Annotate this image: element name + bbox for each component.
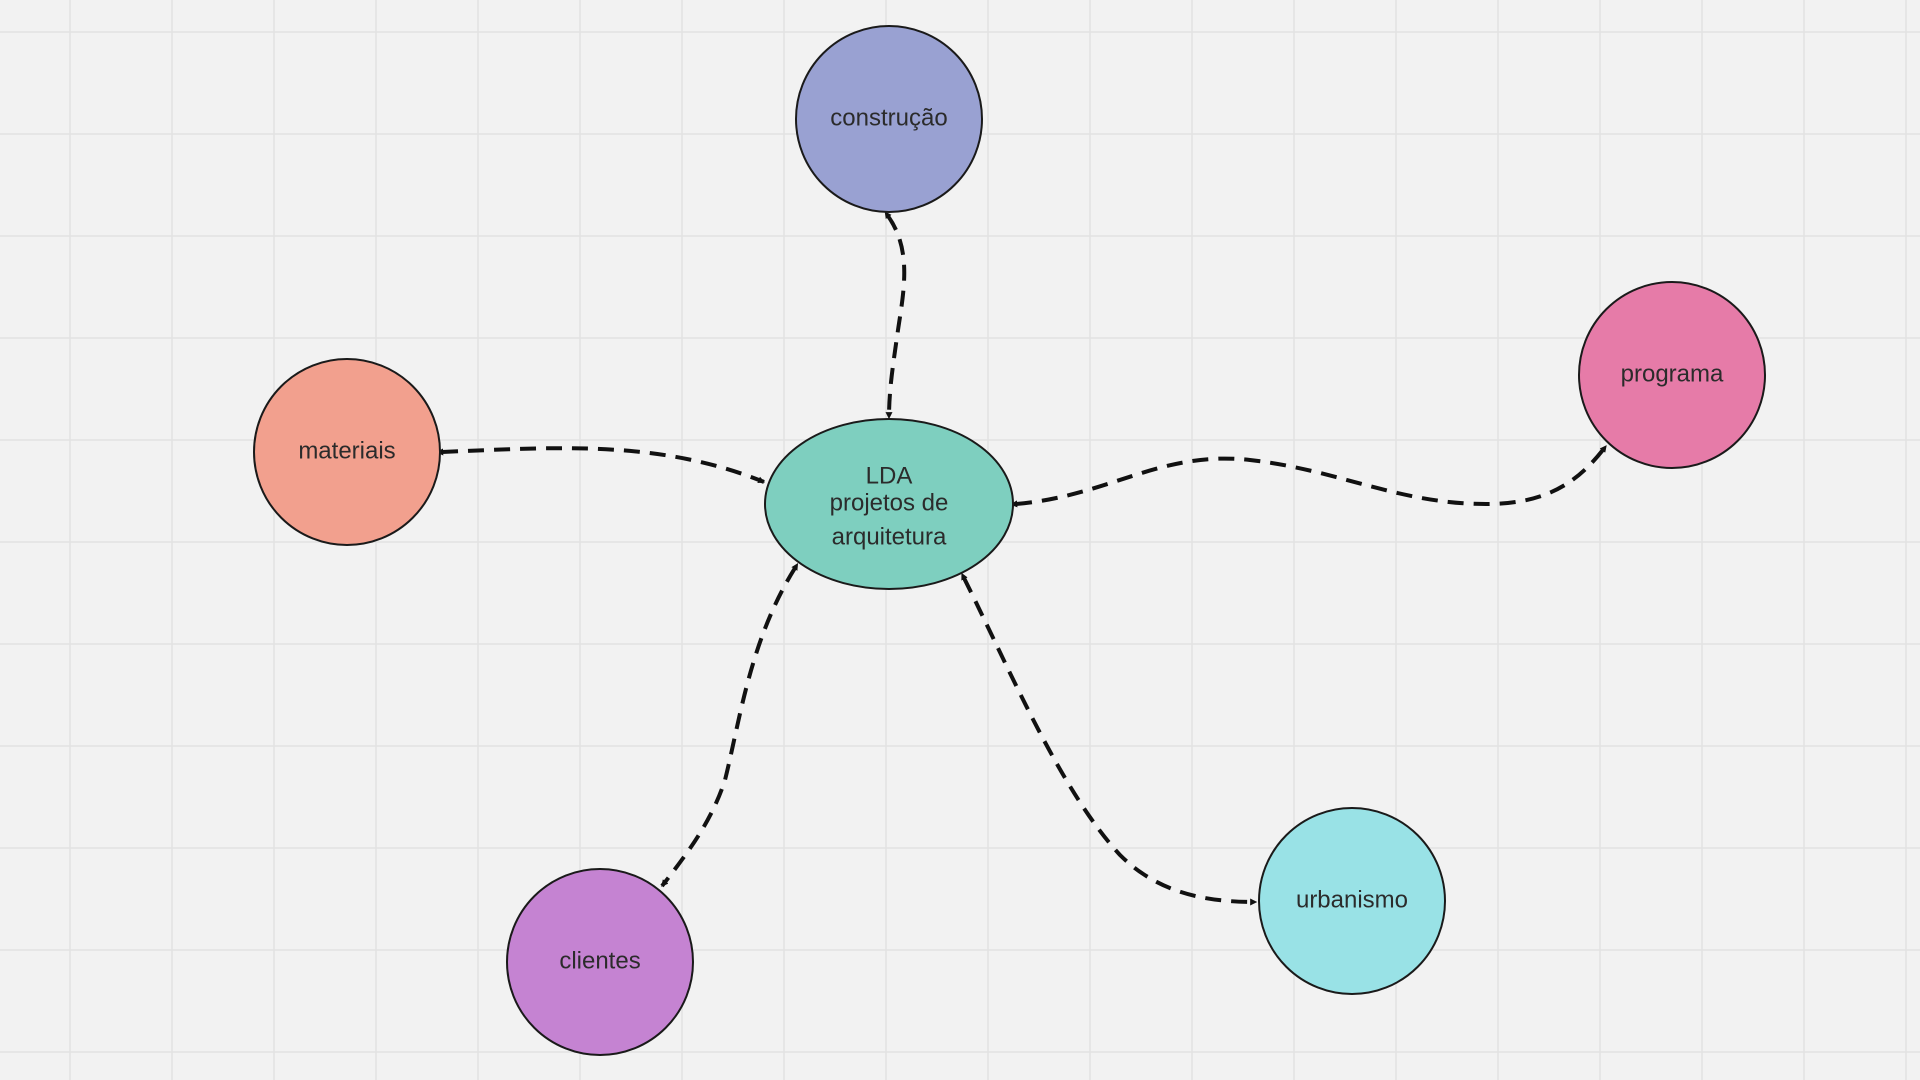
node-construcao-shape xyxy=(795,25,983,213)
center-node-shape xyxy=(764,418,1014,590)
node-programa-shape xyxy=(1578,281,1766,469)
node-programa-label: programa xyxy=(1621,360,1724,387)
node-urbanismo[interactable]: urbanismo xyxy=(1258,807,1446,995)
connector-construcao[interactable] xyxy=(884,211,907,420)
center-node-label-line-3: arquitetura xyxy=(832,523,947,550)
connector-urbanismo[interactable] xyxy=(961,572,1258,906)
node-construcao[interactable]: construção xyxy=(795,25,983,213)
node-urbanismo-shape xyxy=(1258,807,1446,995)
connectors xyxy=(436,211,1608,906)
center-node[interactable]: LDA projetos de arquitetura xyxy=(764,418,1014,590)
connector-programa[interactable] xyxy=(1010,444,1608,508)
node-urbanismo-label: urbanismo xyxy=(1296,886,1408,913)
node-clientes[interactable]: clientes xyxy=(506,868,694,1056)
node-construcao-label: construção xyxy=(830,104,947,131)
node-programa[interactable]: programa xyxy=(1578,281,1766,469)
node-clientes-label: clientes xyxy=(559,947,640,974)
connector-clientes[interactable] xyxy=(660,563,799,888)
node-materiais-shape xyxy=(253,358,441,546)
node-materiais-label: materiais xyxy=(298,437,395,464)
center-node-label-line-1: LDA xyxy=(866,462,913,489)
connector-materiais[interactable] xyxy=(436,446,766,484)
node-materiais[interactable]: materiais xyxy=(253,358,441,546)
node-clientes-shape xyxy=(506,868,694,1056)
center-node-label-line-2: projetos de xyxy=(830,489,949,516)
